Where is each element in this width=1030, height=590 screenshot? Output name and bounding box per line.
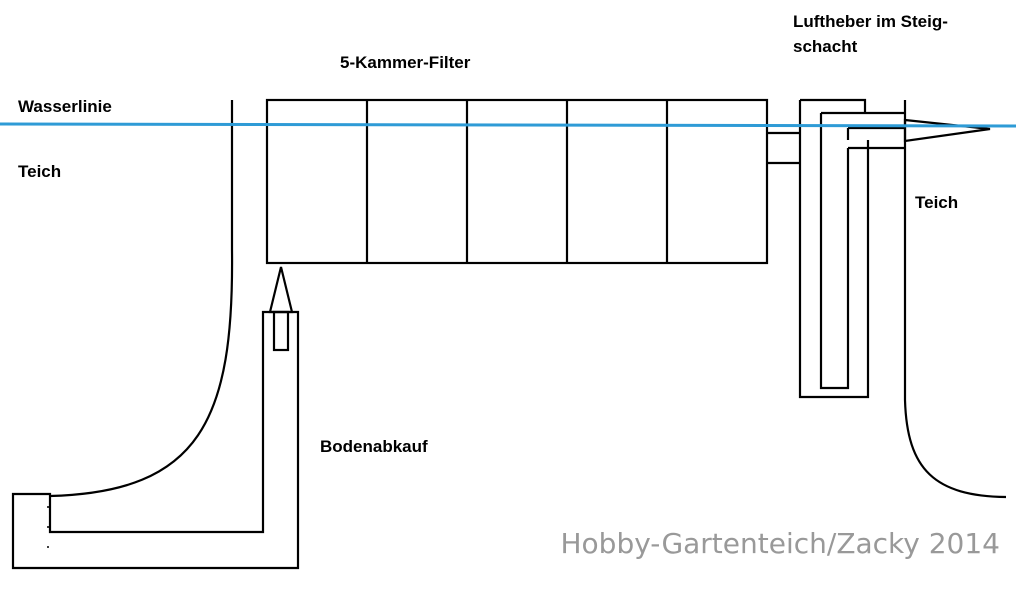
left-pond-wall [49,100,234,498]
riser-shaft-inner-tube [819,113,850,390]
filter-outlet-connection [767,131,800,165]
label-teich-left: Teich [18,162,61,181]
bottom-drain-pipe-outer [11,310,300,570]
label-filter: 5-Kammer-Filter [340,53,471,72]
chamber-dividers [365,100,669,263]
label-luftheber-line1: Luftheber im Steig- [793,12,948,31]
flow-arrow-up [268,266,294,314]
filter-box [265,98,769,265]
label-wasserlinie: Wasserlinie [18,97,112,116]
outflow-arrow [903,118,991,143]
credit-text: Hobby-Gartenteich/Zacky 2014 [561,527,1001,560]
riser-shaft-outer [798,98,870,399]
drain-riser-stub [272,310,290,352]
label-bodenablauf: Bodenabkauf [320,437,428,456]
airlift-outlet-pipe [821,111,905,150]
label-teich-right: Teich [915,193,958,212]
water-line [0,122,1017,128]
label-luftheber-line2: schacht [793,37,858,56]
right-pond-wall [903,100,1007,499]
